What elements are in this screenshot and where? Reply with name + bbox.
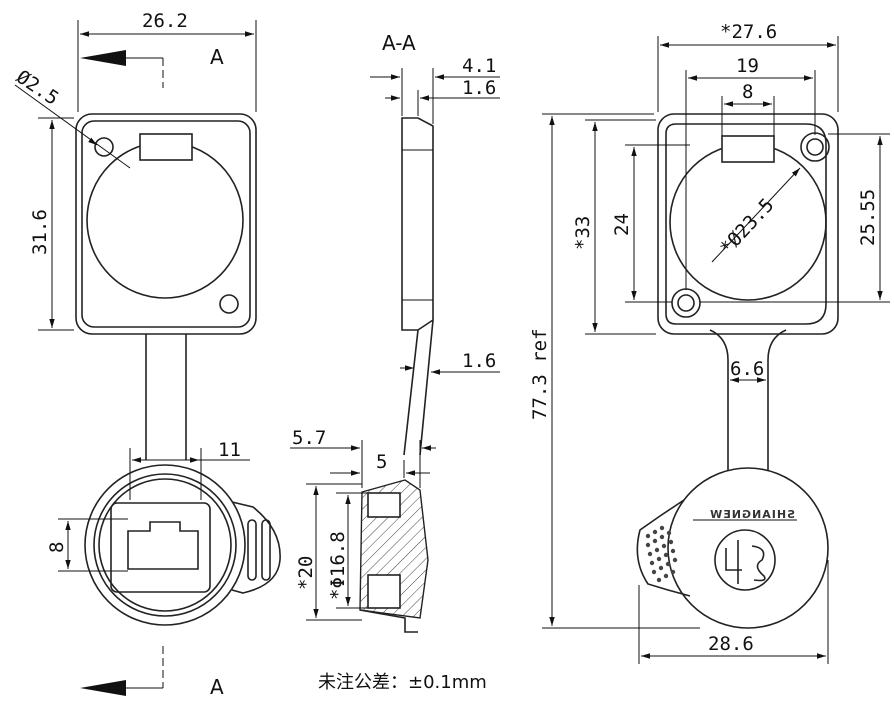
dim-back-height: *33 bbox=[572, 216, 594, 250]
back-hole-bottom-ring bbox=[671, 288, 701, 318]
front-rj45-outline bbox=[110, 502, 211, 593]
dim-key-width: 8 bbox=[742, 81, 753, 103]
front-cap-outer bbox=[84, 464, 246, 626]
leader-circle-dia bbox=[711, 167, 801, 263]
dim-section-thick: 4.1 bbox=[462, 55, 496, 77]
back-cap-tab bbox=[636, 499, 691, 597]
front-cap-ring bbox=[93, 473, 237, 617]
dim-front-width: 26.2 bbox=[142, 10, 188, 32]
dim-section-flange: 1.6 bbox=[462, 77, 496, 99]
section-cap-recess-top bbox=[367, 492, 401, 518]
dim-circle-dia: *Ø23.5 bbox=[716, 194, 779, 259]
front-flange-inner bbox=[81, 120, 251, 328]
front-key-notch bbox=[139, 133, 193, 161]
dim-rj45-height: 8 bbox=[46, 542, 68, 553]
dim-front-height: 31.6 bbox=[29, 209, 51, 255]
leader-hole-dia bbox=[14, 84, 131, 169]
dim-hole-vertical: 25.55 bbox=[857, 189, 879, 246]
back-hole-top bbox=[806, 138, 824, 156]
dim-depth-outer: 5.7 bbox=[292, 427, 326, 449]
front-tab-slot-1 bbox=[247, 519, 257, 581]
back-cap-outer bbox=[667, 467, 829, 629]
dim-hole-spacing: 19 bbox=[736, 55, 759, 77]
dim-tab-width: 11 bbox=[218, 439, 241, 461]
dim-cap-outer: *20 bbox=[295, 556, 317, 590]
section-marker-bottom: A bbox=[210, 675, 224, 699]
front-cap-tab bbox=[231, 501, 281, 594]
dim-cap-width: 28.6 bbox=[708, 633, 754, 655]
dim-total-length: 77.3 ref bbox=[529, 328, 551, 420]
dim-front-hole: Ø2.5 bbox=[12, 66, 62, 110]
dim-inner-height: 24 bbox=[611, 213, 633, 236]
dim-cap-inner: *Φ16.8 bbox=[327, 531, 349, 600]
front-view: 26.2 31.6 Ø2.5 11 8 A A bbox=[12, 10, 281, 699]
back-tab-grip bbox=[645, 525, 678, 583]
front-flange-outline bbox=[75, 113, 257, 335]
back-hole-top-ring bbox=[800, 132, 830, 162]
dim-strap-width: 6.6 bbox=[730, 358, 764, 380]
front-socket-circle bbox=[86, 141, 244, 299]
dim-section-strap: 1.6 bbox=[462, 350, 496, 372]
dim-depth-inner: 5 bbox=[376, 451, 387, 473]
section-marker-top: A bbox=[210, 45, 224, 69]
front-mount-hole-bottom bbox=[219, 294, 239, 314]
section-cap-recess-bottom bbox=[367, 574, 401, 609]
front-tab-slot-2 bbox=[261, 519, 271, 581]
back-flange-inner bbox=[665, 123, 827, 325]
tolerance-note: 未注公差：±0.1mm bbox=[318, 672, 487, 693]
front-mount-hole-top bbox=[94, 137, 114, 157]
section-strap bbox=[403, 319, 434, 456]
back-flange-outline bbox=[657, 113, 839, 335]
dim-back-width: *27.6 bbox=[720, 21, 777, 43]
back-strap bbox=[709, 329, 787, 470]
section-view: A-A 4.1 1.6 1.6 5.7 bbox=[290, 31, 500, 633]
section-title: A-A bbox=[382, 31, 416, 55]
back-hole-bottom bbox=[677, 294, 695, 312]
back-view: SHIANGNEW *27.6 19 8 *33 24 bbox=[529, 21, 890, 664]
front-cap-ring2 bbox=[98, 478, 232, 612]
front-strap bbox=[145, 334, 187, 460]
back-key-notch bbox=[721, 135, 775, 163]
back-logo-icon bbox=[714, 529, 776, 591]
back-brand-text: SHIANGNEW bbox=[709, 508, 795, 521]
front-rj45-port bbox=[127, 521, 199, 570]
